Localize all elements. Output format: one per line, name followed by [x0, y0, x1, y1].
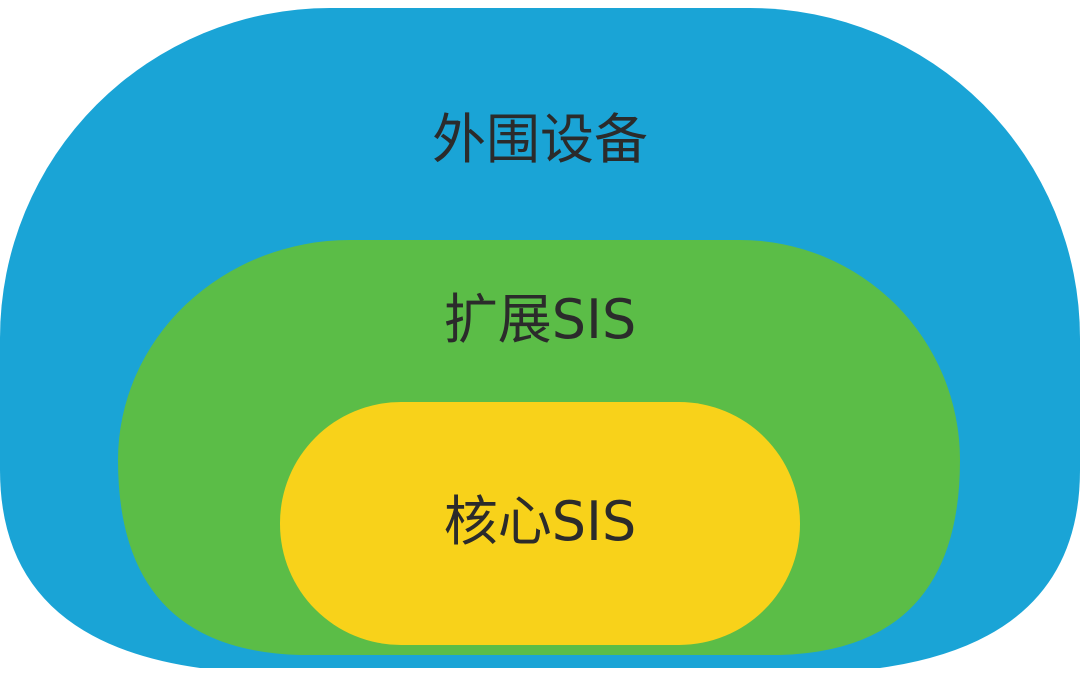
middle-layer-label: 扩展SIS — [443, 288, 637, 351]
inner-layer-label: 核心SIS — [443, 490, 637, 553]
outer-layer-label: 外围设备 — [432, 108, 648, 171]
inner-layer-core-sis — [280, 402, 800, 645]
